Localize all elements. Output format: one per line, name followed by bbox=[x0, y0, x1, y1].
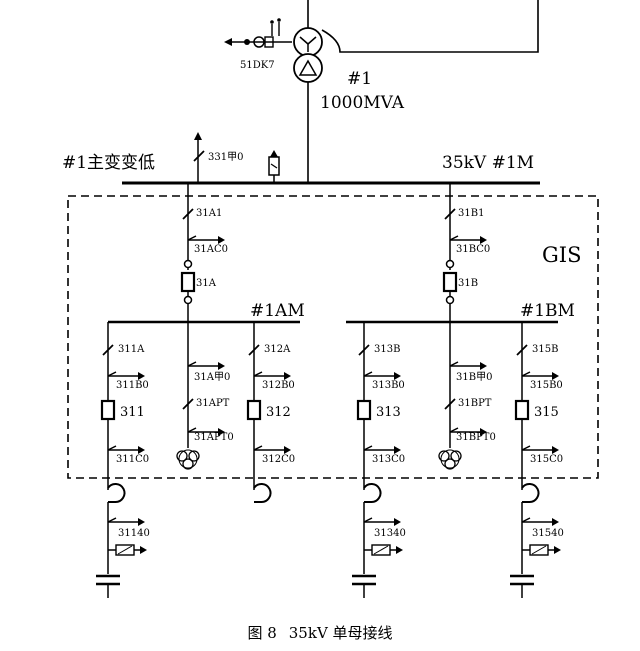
feeder-315-ground3-label: 31540 bbox=[532, 528, 564, 539]
feeder-312-ground2-label: 312C0 bbox=[262, 454, 295, 465]
feeder-313-breaker-label: 313 bbox=[376, 405, 401, 420]
pt-bay-b bbox=[438, 322, 488, 470]
pt-b-disconnector-label: 31BPT bbox=[458, 398, 492, 409]
bay-b-disconnector-label: 31B1 bbox=[458, 208, 484, 219]
bus-surge-arrester bbox=[268, 150, 280, 183]
feeder-313-ground3-label: 31340 bbox=[374, 528, 406, 539]
feeder-313-disconnector-label: 313B bbox=[374, 344, 400, 355]
bus-ground-switch bbox=[193, 132, 205, 183]
feeder-311-ground2-label: 311C0 bbox=[116, 454, 149, 465]
bay-b bbox=[442, 183, 488, 322]
pt-bay-a bbox=[176, 322, 226, 470]
transformer bbox=[293, 0, 323, 183]
feeder-315-ground2-label: 315C0 bbox=[530, 454, 563, 465]
feeder-315 bbox=[510, 322, 561, 598]
feeder-312-disconnector-label: 312A bbox=[264, 344, 291, 355]
bus-1bm-label: #1BM bbox=[520, 301, 575, 321]
bay-a-breaker-label: 31A bbox=[196, 278, 217, 289]
bus-ground-switch-label: 331甲0 bbox=[208, 152, 243, 163]
figure-title: 35kV 单母接线 bbox=[288, 624, 393, 642]
bus-right-label: 35kV #1M bbox=[442, 153, 534, 173]
neutral-ct bbox=[224, 18, 292, 48]
bay-a-disconnector-label: 31A1 bbox=[196, 208, 222, 219]
feeder-312 bbox=[246, 322, 292, 504]
feeder-311-breaker-label: 311 bbox=[120, 405, 145, 420]
pt-b-ground2-label: 31BPT0 bbox=[456, 432, 496, 443]
feeder-313-ground1-label: 313B0 bbox=[372, 380, 405, 391]
feeder-311-ground1-label: 311B0 bbox=[116, 380, 149, 391]
figure-caption: 图 8 35kV 单母接线 bbox=[0, 622, 640, 643]
gis-label: GIS bbox=[542, 243, 581, 267]
feeder-313 bbox=[352, 322, 403, 598]
feeder-311-ground3-label: 31140 bbox=[118, 528, 150, 539]
feeder-311-disconnector-label: 311A bbox=[118, 344, 145, 355]
transformer-capacity: 1000MVA bbox=[320, 93, 405, 113]
feeder-315-ground1-label: 315B0 bbox=[530, 380, 563, 391]
bay-a bbox=[180, 183, 226, 322]
feeder-312-ground1-label: 312B0 bbox=[262, 380, 295, 391]
transformer-number: #1 bbox=[347, 69, 372, 89]
bus-1am-label: #1AM bbox=[250, 301, 305, 321]
ct-label: 51DK7 bbox=[240, 60, 275, 71]
bay-a-ground-label: 31AC0 bbox=[194, 244, 228, 255]
feeder-311 bbox=[96, 322, 147, 598]
feeder-313-ground2-label: 313C0 bbox=[372, 454, 405, 465]
pt-a-disconnector-label: 31APT bbox=[196, 398, 230, 409]
pt-a-ground-label: 31A甲0 bbox=[194, 372, 230, 383]
feeder-315-breaker-label: 315 bbox=[534, 405, 559, 420]
bus-left-label: #1主变变低 bbox=[62, 153, 155, 173]
transformer-outgoing-line bbox=[321, 0, 539, 53]
feeder-315-disconnector-label: 315B bbox=[532, 344, 558, 355]
pt-a-ground2-label: 31APT0 bbox=[194, 432, 234, 443]
bay-b-breaker-label: 31B bbox=[458, 278, 478, 289]
gis-enclosure bbox=[67, 195, 599, 479]
pt-b-ground-label: 31B甲0 bbox=[456, 372, 492, 383]
figure-number: 图 8 bbox=[247, 624, 277, 642]
feeder-312-breaker-label: 312 bbox=[266, 405, 291, 420]
bay-b-ground-label: 31BC0 bbox=[456, 244, 490, 255]
